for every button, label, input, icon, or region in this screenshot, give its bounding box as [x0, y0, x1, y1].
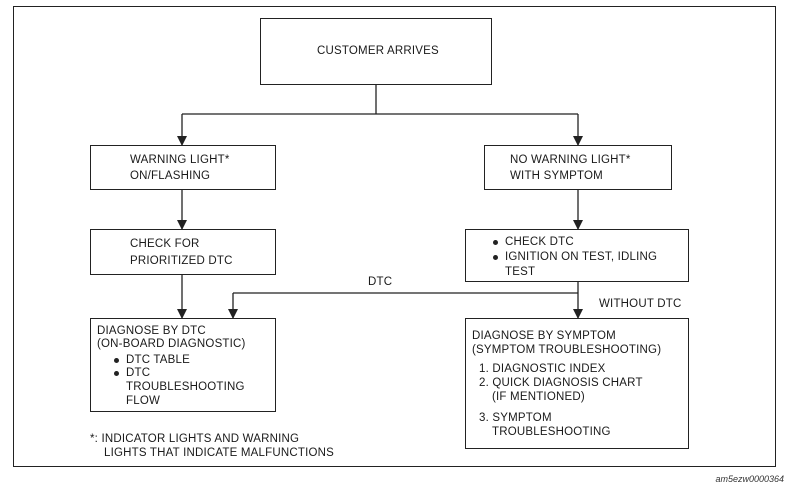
node-diagnose-dtc-item1: DTC TABLE: [114, 354, 190, 366]
node-diagnose-dtc-item2: DTC: [113, 367, 151, 379]
node-diagnose-symptom-item2: 2. QUICK DIAGNOSIS CHART: [479, 377, 643, 389]
node-customer-arrives-label: CUSTOMER ARRIVES: [317, 45, 439, 57]
edge-label-without-dtc: WITHOUT DTC: [599, 298, 682, 310]
node-diagnose-dtc-title1: DIAGNOSE BY DTC: [97, 325, 206, 337]
node-diagnose-dtc-item2-cont2: FLOW: [126, 395, 161, 407]
node-diagnose-symptom-item2-note: (IF MENTIONED): [492, 391, 585, 403]
node-diagnose-by-symptom: DIAGNOSE BY SYMPTOM (SYMPTOM TROUBLESHOO…: [465, 318, 689, 449]
node-diagnose-symptom-title1: DIAGNOSE BY SYMPTOM: [472, 330, 616, 342]
node-warning-light: WARNING LIGHT* ON/FLASHING: [90, 145, 276, 190]
node-check-prioritized-line2: PRIORITIZED DTC: [130, 255, 233, 267]
node-no-warning-light-line1: NO WARNING LIGHT*: [510, 154, 631, 166]
footnote-line2: LIGHTS THAT INDICATE MALFUNCTIONS: [104, 447, 335, 459]
node-warning-light-line1: WARNING LIGHT*: [130, 154, 230, 166]
node-diagnose-symptom-title2: (SYMPTOM TROUBLESHOOTING): [472, 344, 662, 356]
edge-label-dtc: DTC: [368, 276, 393, 288]
diagram-frame: [13, 6, 776, 467]
footnote-line1: *: INDICATOR LIGHTS AND WARNING: [90, 433, 300, 445]
node-no-warning-light-line2: WITH SYMPTOM: [510, 170, 603, 182]
node-check-prioritized-dtc: CHECK FOR PRIORITIZED DTC: [90, 229, 276, 275]
node-diagnose-symptom-item3: 3. SYMPTOM: [479, 412, 552, 424]
node-check-dtc-item1: CHECK DTC: [493, 236, 574, 248]
node-check-dtc-item2: IGNITION ON TEST, IDLING: [492, 251, 658, 263]
node-diagnose-symptom-item3-cont: TROUBLESHOOTING: [492, 426, 611, 438]
node-diagnose-by-dtc: DIAGNOSE BY DTC (ON-BOARD DIAGNOSTIC) DT…: [90, 318, 276, 412]
node-diagnose-symptom-item1: 1. DIAGNOSTIC INDEX: [479, 363, 606, 375]
node-check-prioritized-line1: CHECK FOR: [130, 238, 200, 250]
figure-id: am5ezw0000364: [715, 474, 784, 484]
node-check-dtc: CHECK DTC IGNITION ON TEST, IDLING TEST: [465, 229, 689, 282]
node-customer-arrives: CUSTOMER ARRIVES: [260, 18, 492, 85]
node-diagnose-dtc-item2-cont1: TROUBLESHOOTING: [126, 381, 245, 393]
node-warning-light-line2: ON/FLASHING: [130, 170, 211, 182]
node-diagnose-dtc-title2: (ON-BOARD DIAGNOSTIC): [97, 338, 246, 350]
node-no-warning-light: NO WARNING LIGHT* WITH SYMPTOM: [484, 145, 672, 190]
node-check-dtc-item2-cont: TEST: [505, 266, 536, 278]
